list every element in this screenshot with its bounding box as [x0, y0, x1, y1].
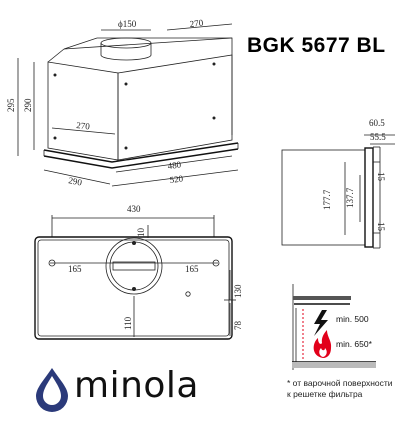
brand-logo-text: minola — [74, 365, 199, 406]
dim-165-right: 165 — [185, 264, 199, 274]
dim-430: 430 — [127, 204, 141, 214]
dim-295: 295 — [6, 98, 16, 112]
dim-10: 10 — [136, 228, 146, 238]
dim-290-bottom: 290 — [68, 175, 84, 187]
bottom-plan-view — [34, 215, 236, 340]
side-profile-view — [281, 134, 395, 249]
dim-78: 78 — [233, 321, 243, 331]
drop-logo-icon — [36, 368, 68, 412]
dim-177-7: 177.7 — [322, 189, 332, 210]
dim-480: 480 — [167, 159, 182, 171]
dim-270-top: 270 — [189, 18, 204, 29]
note-line-2: к решетке фильтра — [287, 389, 363, 399]
dim-520: 520 — [169, 173, 184, 185]
dim-270-side: 270 — [76, 120, 91, 131]
installation-note: * от варочной поверхности к решетке филь… — [287, 378, 393, 400]
dim-60-5: 60.5 — [369, 118, 385, 128]
dim-110: 110 — [123, 316, 133, 330]
lightning-icon — [314, 310, 328, 336]
gas-height-label: min. 650* — [336, 339, 373, 349]
dim-d150: ϕ150 — [118, 19, 137, 29]
installation-height-diagram — [292, 284, 376, 370]
dim-15-top: 15 — [376, 172, 386, 182]
dim-137-7: 137.7 — [345, 187, 355, 208]
dim-165-left: 165 — [68, 264, 82, 274]
electric-height-label: min. 500 — [336, 314, 369, 324]
model-title: BGK 5677 BL — [247, 34, 386, 57]
box-3d-view — [17, 23, 239, 187]
dim-290: 290 — [23, 98, 33, 112]
note-line-1: * от варочной поверхности — [287, 378, 393, 388]
flame-icon — [313, 330, 332, 358]
dim-55-5: 55.5 — [370, 132, 386, 142]
dim-15-bottom: 15 — [376, 222, 386, 232]
dim-130: 130 — [233, 284, 243, 298]
